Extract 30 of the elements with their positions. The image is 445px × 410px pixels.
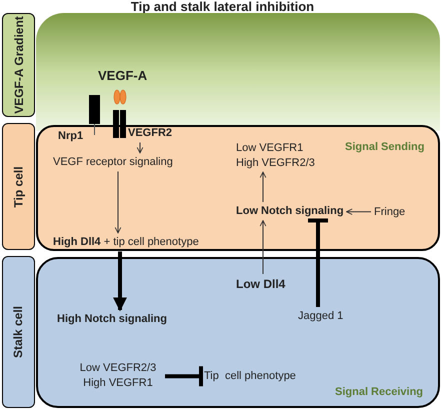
ligand-label: VEGF-A xyxy=(98,66,148,86)
band-title: Signal Sending xyxy=(345,140,424,155)
process-label: Low VEGFR1 High VEGFR2/3 xyxy=(236,141,326,171)
process-label: High Dll4 + tip cell phenotype xyxy=(53,234,199,250)
process-label: Low VEGFR2/3 High VEGFR1 xyxy=(74,361,162,391)
process-label: Tip cell phenotype xyxy=(204,368,296,384)
side-label-box xyxy=(2,123,35,250)
receptor-label: VEGFR2 xyxy=(128,125,172,142)
cell-band xyxy=(36,257,440,408)
side-label-box xyxy=(2,256,35,408)
arrow xyxy=(114,171,122,234)
row-label: Tip cell xyxy=(10,166,26,208)
arrow xyxy=(113,252,127,312)
modulator-label: Fringe xyxy=(374,204,406,220)
row-label: VEGF-A Gradient xyxy=(10,16,26,114)
process-label: VEGF receptor signaling xyxy=(53,154,173,170)
process-label: Low Dll4 xyxy=(236,275,286,293)
process-label: Low Notch signaling xyxy=(236,203,344,220)
arrow xyxy=(260,220,266,274)
arrow xyxy=(260,172,266,202)
arrow xyxy=(346,208,372,215)
cell-band xyxy=(36,125,440,251)
side-label-box xyxy=(2,13,35,117)
process-label: High Notch signaling xyxy=(57,311,167,328)
ligand-label: Jagged 1 xyxy=(298,308,344,324)
receptor-label: Nrp1 xyxy=(58,128,84,144)
row-label: Stalk cell xyxy=(10,306,26,358)
arrow xyxy=(136,142,144,154)
band-title: Signal Receiving xyxy=(335,385,424,400)
diagram-title: Tip and stalk lateral inhibition xyxy=(130,0,316,16)
